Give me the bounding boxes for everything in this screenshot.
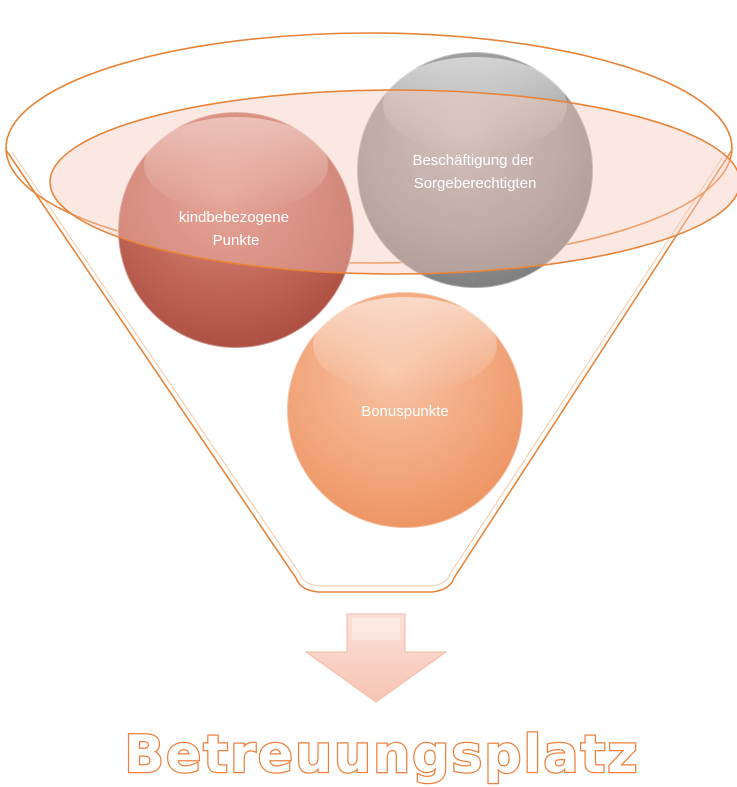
funnel-rim-outer (5, 32, 733, 264)
circle-kindbezogene-punkte (117, 111, 355, 349)
label-kindbezogene-punkte: kindbebezogene Punkte (179, 209, 293, 249)
result-betreuungsplatz: Betreuungsplatz (124, 725, 639, 785)
down-arrow-icon (304, 613, 448, 703)
circle-bonuspunkte (286, 291, 524, 529)
label-beschaeftigung: Beschäftigung der Sorgeberechtigten (412, 152, 537, 192)
funnel-inner-edge (11, 151, 727, 587)
label-bonuspunkte: Bonuspunkte (361, 403, 449, 420)
funnel-mouth (49, 89, 737, 275)
funnel-body (5, 149, 733, 593)
circle-beschaeftigung (356, 51, 594, 289)
